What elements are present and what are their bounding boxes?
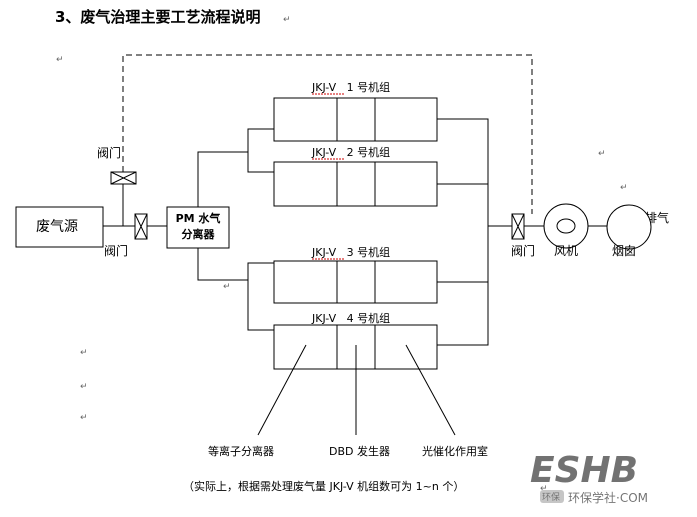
pm-separator-label-line2: 分离器 — [182, 227, 216, 241]
paragraph-mark: ↵ — [620, 183, 628, 193]
dbd-generator-label: DBD 发生器 — [329, 444, 390, 458]
exhaust-source-box — [15, 206, 104, 248]
watermark-badge-text: 环保 — [542, 491, 560, 503]
valve-right[interactable] — [511, 213, 525, 240]
pm-separator-label-line1: PM 水气 — [176, 211, 221, 225]
paragraph-mark: ↵ — [540, 484, 548, 494]
watermark-site-text: 环保学社·COM — [568, 490, 648, 505]
paragraph-mark: ↵ — [223, 282, 231, 292]
upper-inlet-manifold — [247, 128, 274, 173]
photocatalysis-chamber-label: 光催化作用室 — [422, 444, 488, 458]
separator-upper-riser — [197, 151, 248, 207]
paragraph-mark: ↵ — [80, 382, 88, 392]
callout-plasma-line — [257, 344, 307, 436]
outlet-manifold — [437, 118, 489, 346]
plasma-separator-label: 等离子分离器 — [208, 444, 274, 458]
fan-label: 风机 — [554, 244, 578, 258]
watermark-badge — [540, 490, 564, 503]
diagram-heading: 3、废气治理主要工艺流程说明 — [55, 8, 260, 26]
separator-lower-riser — [197, 248, 248, 281]
fan-icon — [543, 203, 589, 249]
site-watermark: ESHB 环保 环保学社·COM — [530, 450, 648, 505]
watermark-logo: ESHB — [530, 450, 638, 491]
paragraph-mark: ↵ — [598, 149, 606, 159]
exhaust-source-label: 废气源 — [36, 219, 78, 235]
unit-4-label: JKJ-V 4 号机组 — [311, 311, 390, 325]
valve-left-label: 阀门 — [104, 243, 128, 258]
paragraph-mark: ↵ — [80, 348, 88, 358]
unit-3-box — [273, 260, 438, 304]
valve-left[interactable] — [134, 213, 148, 240]
unit-1-label: JKJ-V 1 号机组 — [311, 80, 390, 94]
unit-1-box — [273, 97, 438, 142]
bypass-dashed-line — [122, 54, 533, 214]
callout-photo-line — [405, 344, 456, 436]
chimney-label: 烟囱 — [612, 244, 636, 258]
lower-inlet-manifold — [247, 262, 274, 331]
paragraph-mark: ↵ — [56, 55, 64, 65]
chimney-icon — [606, 204, 652, 250]
exhaust-label: 排气 — [645, 210, 669, 225]
paragraph-mark: ↵ — [283, 15, 291, 25]
valve-top-label: 阀门 — [97, 145, 121, 160]
paragraph-mark: ↵ — [80, 413, 88, 423]
unit-3-label: JKJ-V 3 号机组 — [311, 245, 390, 259]
unit-2-box — [273, 161, 438, 207]
valve-top[interactable] — [110, 171, 137, 185]
footnote: （实际上，根据需处理废气量 JKJ-V 机组数可为 1~n 个） — [183, 479, 464, 493]
unit-2-label: JKJ-V 2 号机组 — [311, 145, 390, 159]
valve-right-label: 阀门 — [511, 243, 535, 258]
